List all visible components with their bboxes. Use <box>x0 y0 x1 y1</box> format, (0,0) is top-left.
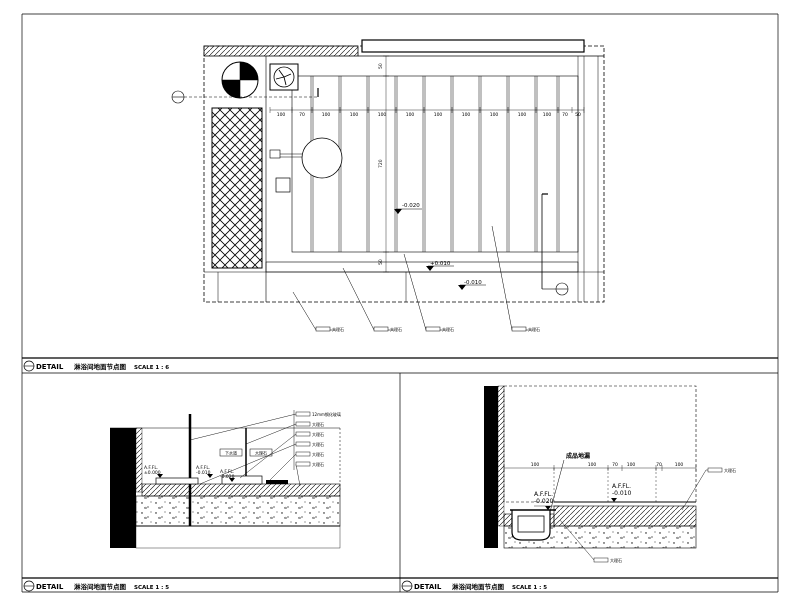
dim-label: 70 <box>656 462 662 468</box>
svg-text:±0.000: ±0.000 <box>144 470 161 476</box>
panel-scale: SCALE 1 : 5 <box>512 585 547 591</box>
dim-label: 70 <box>612 462 618 468</box>
dimension-labels-top: 100 70 100 100 100 100 100 100 100 100 1… <box>277 112 581 118</box>
panel-tag: DETAIL <box>36 583 64 591</box>
dim-label: 70 <box>562 112 568 118</box>
dim-label: 100 <box>675 462 684 468</box>
panel-title: 淋浴间地面节点图 <box>74 362 127 371</box>
dim-label: 100 <box>277 112 286 118</box>
sheet-frame <box>21 13 779 593</box>
floor-drain <box>510 509 556 541</box>
level-marker: A.F.FL. -0.020 <box>534 491 560 510</box>
top-opening <box>361 39 585 53</box>
shower-head-icon <box>269 137 343 193</box>
detail-section-right: 100 100 70 100 70 100 成品地漏 A.F.FL. -0.02… <box>484 385 736 563</box>
svg-text:A.F.FL.: A.F.FL. <box>196 465 210 471</box>
dim-label: 100 <box>588 462 597 468</box>
section-marker <box>171 88 319 104</box>
dim-label: 50 <box>575 112 581 118</box>
svg-text:A.F.FL.: A.F.FL. <box>144 465 158 471</box>
panel-title-bottom-left: DETAIL 淋浴间地面节点图 SCALE 1 : 5 <box>23 580 169 592</box>
svg-text:-0.020: -0.020 <box>402 203 420 209</box>
slat-lines <box>310 76 560 252</box>
level-marker: A.F.FL. -0.020 <box>220 469 235 482</box>
level-marker: -0.010 <box>458 280 486 290</box>
dim-label: 100 <box>406 112 415 118</box>
plan-callouts <box>292 225 532 332</box>
access-symbol <box>221 61 259 99</box>
callout-label: 大理石 <box>312 431 324 437</box>
level-marker: A.F.FL. -0.010 <box>196 465 213 478</box>
callout-label: 大理石 <box>312 461 324 467</box>
svg-text:-0.020: -0.020 <box>220 474 235 480</box>
dim-label: 720 <box>378 159 384 168</box>
detail-section-left: 下水道 大理石 A.F.FL. ±0.000 A.F.FL. -0.010 A.… <box>110 410 341 549</box>
dim-label: 100 <box>378 112 387 118</box>
plan-view: 100 70 100 100 100 100 100 100 100 100 1… <box>171 39 605 332</box>
panel-title: 淋浴间地面节点图 <box>452 582 505 591</box>
svg-text:-0.010: -0.010 <box>464 280 482 286</box>
wall-right <box>484 386 498 548</box>
callout-label: 大理石 <box>312 421 324 427</box>
dim-label: 100 <box>434 112 443 118</box>
threshold-strip <box>265 261 579 273</box>
svg-text:-0.010: -0.010 <box>196 470 211 476</box>
top-wall-hatch <box>203 45 359 57</box>
svg-text:-0.010: -0.010 <box>612 490 632 497</box>
callout-label: 大理石 <box>528 326 540 332</box>
callout-label: 大理石 <box>312 451 324 457</box>
dimension-labels-right: 100 100 70 100 70 100 <box>531 462 684 468</box>
dim-label: 100 <box>543 112 552 118</box>
level-marker: A.F.FL. ±0.000 <box>144 465 163 478</box>
dimension-chain-top <box>269 107 585 113</box>
panel-title-top: DETAIL 淋浴间地面节点图 SCALE 1 : 6 <box>23 360 169 372</box>
dimension-chain-vertical <box>383 55 389 273</box>
dim-label: 100 <box>350 112 359 118</box>
box-label: 大理石 <box>255 450 267 456</box>
svg-text:A.F.FL.: A.F.FL. <box>220 469 234 475</box>
wall-left <box>110 428 136 548</box>
dim-label: 50 <box>378 259 384 265</box>
dim-label: 50 <box>378 63 384 69</box>
section-marker <box>541 193 569 296</box>
callout-label: 大理石 <box>390 326 402 332</box>
panel-title: 淋浴间地面节点图 <box>74 582 127 591</box>
dim-label: 100 <box>462 112 471 118</box>
callout-label: 大理石 <box>312 441 324 447</box>
dim-label: 100 <box>531 462 540 468</box>
svg-text:+0.010: +0.010 <box>430 261 451 267</box>
dim-label: 100 <box>490 112 499 118</box>
callout-label: 大理石 <box>610 557 622 563</box>
dim-label: 70 <box>299 112 305 118</box>
level-marker: -0.020 <box>394 203 422 214</box>
svg-text:A.F.FL.: A.F.FL. <box>612 483 631 490</box>
plan-callout-labels: 大理石 大理石 大理石 大理石 <box>332 326 540 332</box>
level-marker: A.F.FL. -0.010 <box>611 483 632 502</box>
drain-label: 成品地漏 <box>566 452 590 460</box>
panel-scale: SCALE 1 : 6 <box>134 365 169 371</box>
dim-label: 100 <box>322 112 331 118</box>
dim-label: 100 <box>627 462 636 468</box>
level-marker: +0.010 <box>426 261 454 271</box>
callout-label: 12mm钢化玻璃 <box>312 411 341 417</box>
svg-text:-0.020: -0.020 <box>534 498 554 505</box>
detail-left-callout-boxes <box>295 411 311 467</box>
detail-left-leaders <box>189 410 301 487</box>
box-label: 下水道 <box>225 450 237 456</box>
svg-text:A.F.FL.: A.F.FL. <box>534 491 553 498</box>
panel-title-bottom-right: DETAIL 淋浴间地面节点图 SCALE 1 : 5 <box>401 580 547 592</box>
concrete-slab <box>135 495 341 527</box>
fan-icon <box>269 63 299 91</box>
callout-label: 大理石 <box>724 467 736 473</box>
crosshatch-panel <box>211 107 263 269</box>
panel-tag: DETAIL <box>36 363 64 371</box>
callout-label: 大理石 <box>442 326 454 332</box>
detail-left-callouts: 12mm钢化玻璃 大理石 大理石 大理石 大理石 大理石 <box>312 411 341 467</box>
panel-tag: DETAIL <box>414 583 442 591</box>
callout-label: 大理石 <box>332 326 344 332</box>
dimension-chain-right <box>503 465 697 502</box>
dim-label: 100 <box>518 112 527 118</box>
panel-scale: SCALE 1 : 5 <box>134 585 169 591</box>
